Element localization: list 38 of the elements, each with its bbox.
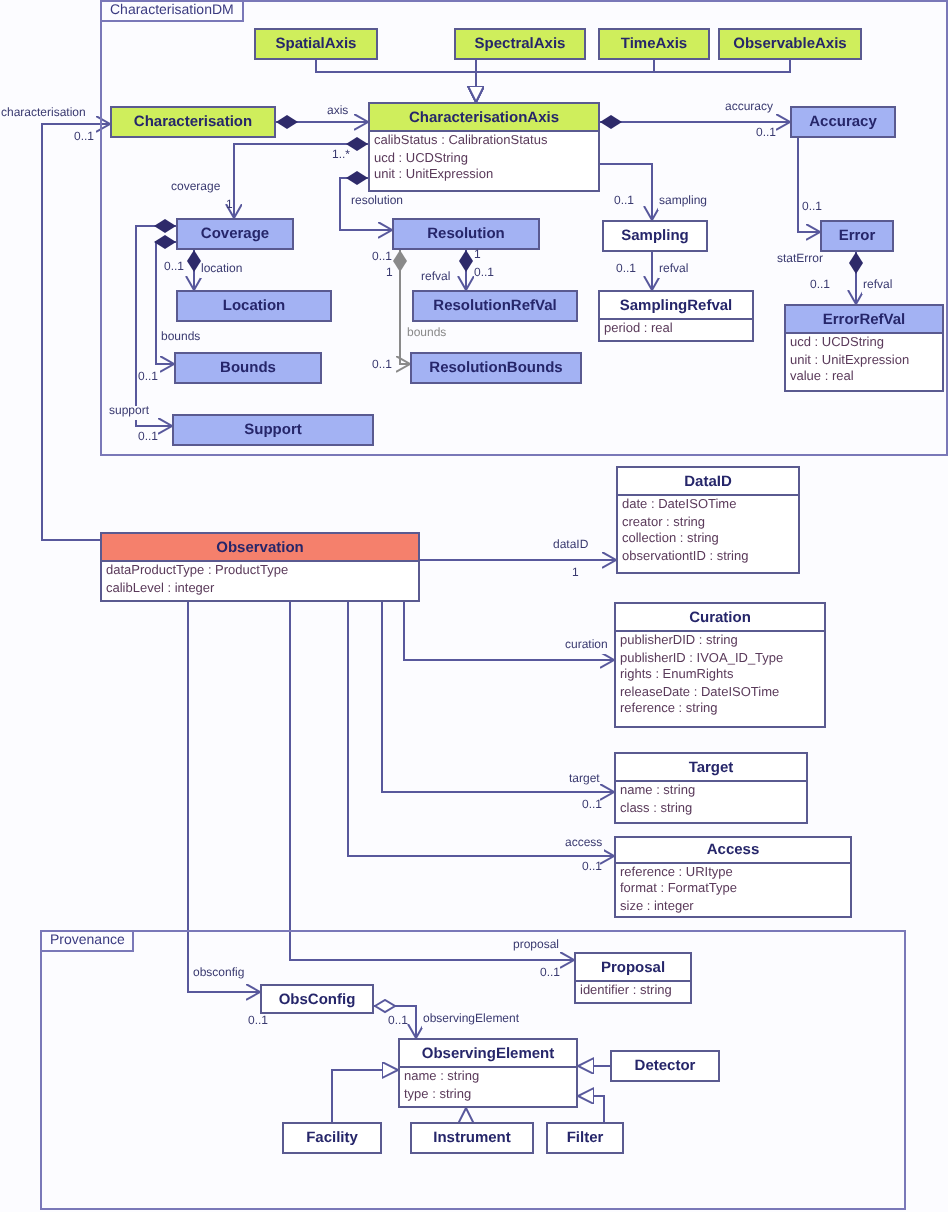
association-arrow [457,249,475,291]
association-arrow [419,551,617,569]
association-arrow [225,137,369,219]
association-arrow [599,163,661,221]
association-arrow [275,113,369,131]
association-arrow [289,601,575,969]
association-arrow [373,999,425,1039]
package-frame [40,930,906,1210]
association-arrow [347,601,615,865]
association-arrow [643,251,661,291]
class-box [398,1038,578,1108]
class-box [614,752,808,824]
class-box [368,102,600,192]
generalization-arrow [577,1087,605,1123]
class-box [614,836,852,918]
class-box [614,602,826,728]
association-arrow [599,113,791,131]
association-arrow [187,601,261,1001]
association-arrow [797,137,821,241]
generalization-arrow [467,59,791,103]
class-box [784,304,944,392]
association-arrow [847,251,865,305]
association-arrow [393,249,411,373]
generalization-arrow [457,1107,475,1125]
class-box [598,290,754,342]
association-arrow [403,601,615,669]
package-frame [100,0,948,456]
class-box [616,466,800,574]
association-arrow [135,219,177,435]
association-arrow [185,249,203,291]
association-arrow [154,235,177,373]
generalization-arrow [331,1061,399,1123]
association-arrow [339,171,393,239]
association-arrow [381,601,615,801]
association-arrow [41,115,111,541]
generalization-arrow [577,1057,611,1075]
class-box [574,952,692,1004]
class-box [100,532,420,602]
